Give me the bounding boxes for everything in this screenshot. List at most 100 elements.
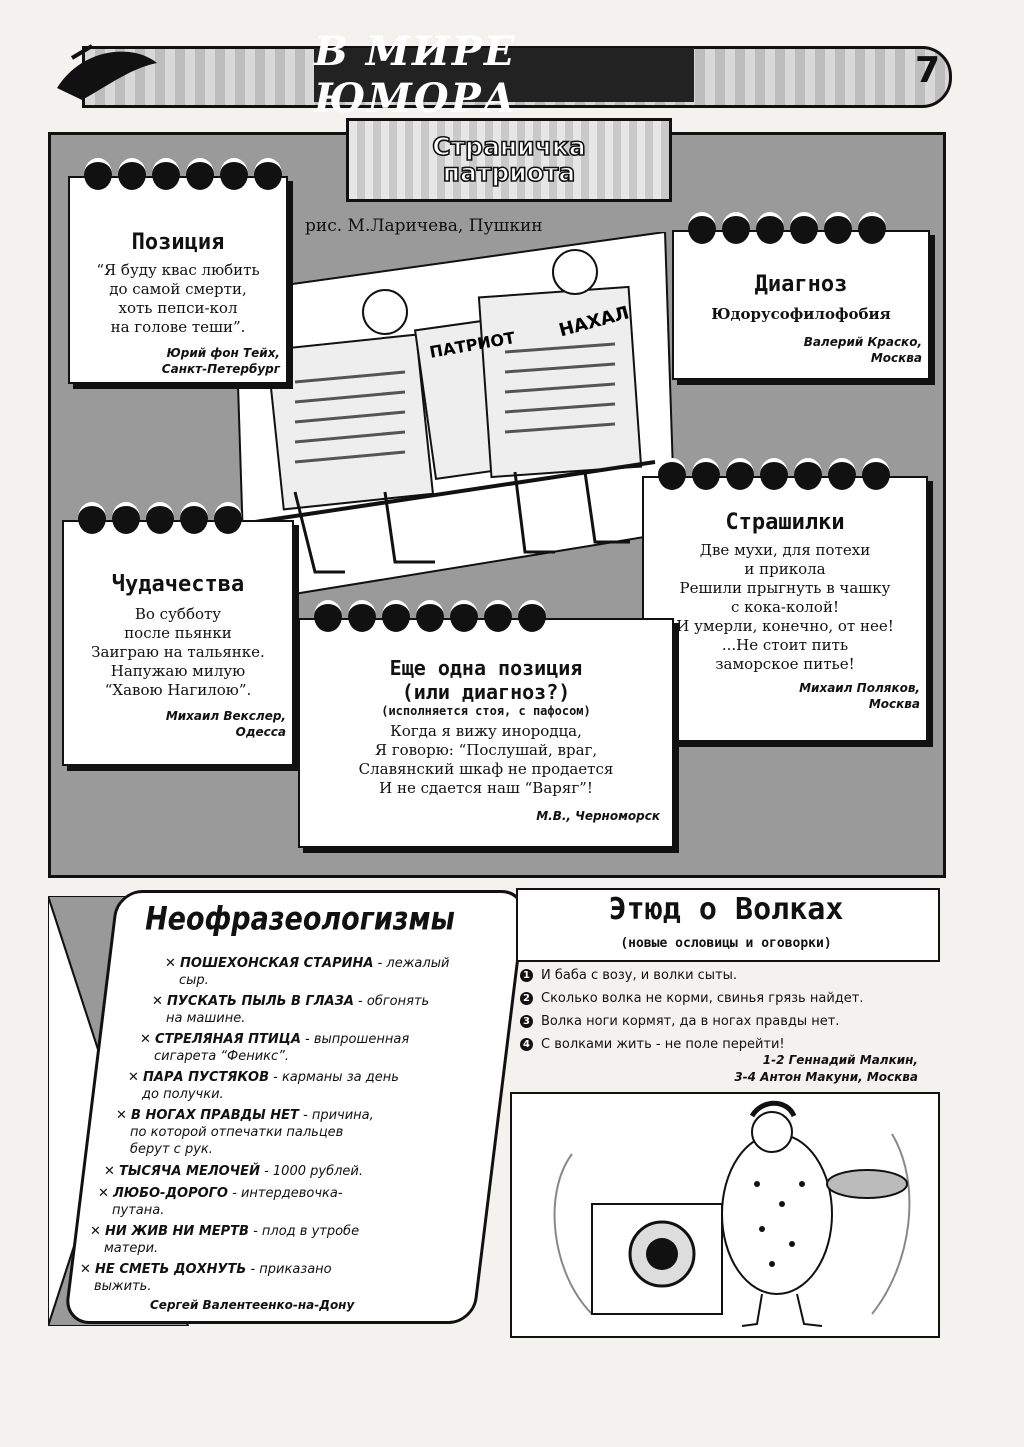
neo-item: ✕ ПАРА ПУСТЯКОВ - карманы за день до пол… (128, 1070, 399, 1102)
card-oddities-line: Во субботу (134, 605, 222, 623)
card-scary-line: ...Не стоит пить (721, 636, 849, 654)
card-another-line: И не сдается наш “Варяг”! (379, 779, 593, 797)
card-oddities: Чудачества Во субботу после пьянки Заигр… (62, 502, 294, 766)
card-another-heading1: Еще одна позиция (389, 656, 583, 680)
neo-term: ПУСКАТЬ ПЫЛЬ В ГЛАЗА (167, 994, 354, 1009)
neo-def: - выпрошенная (300, 1032, 410, 1047)
card-another-heading2: (или диагноз?) (401, 680, 571, 704)
spiral-rings (658, 458, 890, 490)
card-another-line: Я говорю: “Послушай, враг, (374, 741, 598, 759)
neo-item: ✕ НИ ЖИВ НИ МЕРТВ - плод в утробе матери… (90, 1224, 360, 1256)
card-position: Позиция “Я буду квас любить до самой сме… (68, 158, 288, 384)
newspaper-readers-cartoon: ПАТРИОТ НАХАЛ (233, 230, 677, 604)
card-scary-heading: Страшилки (725, 510, 845, 535)
card-position-author: Юрий фон Тейх, (166, 346, 280, 360)
neo-def: - причина, (298, 1108, 374, 1123)
card-oddities-city: Одесса (235, 725, 286, 739)
card-oddities-line: “Хавою Нагилою”. (104, 681, 252, 699)
neo-def-cont: сыр. (179, 973, 209, 988)
neo-def: - приказано (246, 1262, 332, 1277)
neo-def-cont: до получки. (142, 1087, 224, 1102)
cartoon-credit: рис. М.Ларичева, Пушкин (305, 216, 543, 236)
card-scary-line: Решили прыгнуть в чашку (679, 579, 891, 597)
etud-title-box (516, 888, 940, 962)
etud-item: 3 Волка ноги кормят, да в ногах правды не… (520, 1010, 930, 1033)
section-title-box: В МИРЕ ЮМОРА (314, 28, 694, 122)
neo-def-cont: берут с рук. (130, 1142, 213, 1157)
neo-term: СТРЕЛЯНАЯ ПТИЦА (155, 1032, 301, 1047)
number-bullet-icon: 2 (520, 992, 533, 1005)
card-scary: Страшилки Две мухи, для потехи и прикола… (642, 458, 928, 742)
neo-term: ТЫСЯЧА МЕЛОЧЕЙ (119, 1164, 260, 1179)
spiral-rings (84, 158, 282, 190)
card-diagnosis-city: Москва (870, 351, 922, 365)
card-another-position: Еще одна позиция (или диагноз?) (исполня… (298, 600, 674, 848)
card-oddities-heading: Чудачества (111, 572, 245, 597)
etud-sig-line1: 1-2 Геннадий Малкин, (762, 1053, 918, 1067)
neo-def: - 1000 рублей. (259, 1164, 363, 1179)
number-bullet-icon: 3 (520, 1015, 533, 1028)
fish-logo-icon (57, 44, 157, 100)
spiral-rings (314, 600, 546, 632)
card-oddities-line: после пьянки (124, 624, 232, 642)
cartoon-drawing (553, 1100, 911, 1327)
card-scary-line: с кока-колой! (731, 598, 839, 616)
patriot-title-box: Страничка патриота (346, 118, 672, 202)
card-position-line: до самой смерти, (109, 280, 247, 298)
neo-def-cont: по которой отпечатки пальцев (130, 1125, 344, 1140)
spiral-rings (688, 212, 886, 244)
card-position-city: Санкт-Петербург (161, 362, 280, 376)
neo-item: ✕ ЛЮБО-ДОРОГО - интердевочка- путана. (98, 1186, 343, 1218)
etud-item: 2 Сколько волка не корми, свинья грязь на… (520, 987, 930, 1010)
page-header: В МИРЕ ЮМОРА 7 (52, 28, 952, 122)
washing-machine-cartoon (510, 1092, 940, 1338)
card-scary-line: И умерли, конечно, от нее! (676, 617, 894, 635)
card-diagnosis-author: Валерий Краско, (803, 335, 922, 349)
etud-item-text: Волка ноги кормят, да в ногах правды нет… (541, 1014, 840, 1029)
number-bullet-icon: 1 (520, 969, 533, 982)
card-oddities-line: Напужаю милую (110, 662, 246, 680)
card-oddities-line: Заиграю на тальянке. (91, 643, 265, 661)
card-position-line: “Я буду квас любить (96, 261, 260, 279)
card-diagnosis: Диагноз Юдорусофилофобия Валерий Краско,… (672, 212, 930, 380)
neo-def-cont: матери. (104, 1241, 159, 1256)
neo-def-cont: выжить. (94, 1279, 152, 1294)
etud-subtitle: (новые ословицы и оговорки) (620, 936, 832, 951)
card-oddities-author: Михаил Векслер, (165, 709, 286, 723)
etud-item-text: Сколько волка не корми, свинья грязь най… (541, 991, 864, 1006)
card-position-line: на голове теши”. (110, 318, 246, 336)
etud-item: 1 И баба с возу, и волки сыты. (520, 964, 930, 987)
neo-signature: Сергей Валентеенко-на-Дону (150, 1298, 355, 1312)
neo-item: ✕ СТРЕЛЯНАЯ ПТИЦА - выпрошенная сигарета… (140, 1032, 410, 1064)
spiral-rings (78, 502, 242, 534)
neo-def: - карманы за день (269, 1070, 399, 1085)
neo-item: ✕ В НОГАХ ПРАВДЫ НЕТ - причина, по котор… (116, 1108, 374, 1157)
etud-item-text: И баба с возу, и волки сыты. (541, 968, 738, 983)
card-scary-line: заморское питье! (715, 655, 855, 673)
etud-list: 1 И баба с возу, и волки сыты. 2 Сколько в… (520, 964, 930, 1056)
neo-def-cont: на машине. (166, 1011, 246, 1026)
neo-term: НИ ЖИВ НИ МЕРТВ (105, 1224, 249, 1239)
etud-title: Этюд о Волках (608, 892, 844, 927)
card-position-heading: Позиция (131, 230, 225, 255)
card-diagnosis-line: Юдорусофилофобия (711, 305, 891, 323)
neo-item: ✕ ПУСКАТЬ ПЫЛЬ В ГЛАЗА - обгонять на маш… (152, 994, 430, 1026)
neo-item: ✕ ПОШЕХОНСКАЯ СТАРИНА - лежалый сыр. (165, 956, 450, 988)
neo-term: ЛЮБО-ДОРОГО (113, 1186, 228, 1201)
neo-item: ✕ ТЫСЯЧА МЕЛОЧЕЙ - 1000 рублей. (104, 1164, 363, 1179)
etud-sig-line2: 3-4 Антон Макуни, Москва (734, 1070, 918, 1084)
card-position-line: хоть пепси-кол (118, 299, 238, 317)
neo-term: ПАРА ПУСТЯКОВ (143, 1070, 269, 1085)
number-bullet-icon: 4 (520, 1038, 533, 1051)
neo-def: - обгонять (353, 994, 430, 1009)
neo-term: В НОГАХ ПРАВДЫ НЕТ (131, 1108, 299, 1123)
card-scary-author: Михаил Поляков, (799, 681, 920, 695)
card-another-subheading: (исполняется стоя, с пафосом) (381, 704, 591, 718)
page-number: 7 (914, 50, 940, 91)
card-another-line: Когда я вижу инородца, (390, 722, 582, 740)
neo-def-cont: сигарета “Феникс”. (154, 1049, 290, 1064)
etud-signature: 1-2 Геннадий Малкин, 3-4 Антон Макуни, М… (600, 1052, 918, 1086)
patriot-title-line2: патриота (442, 158, 576, 187)
card-diagnosis-heading: Диагноз (754, 272, 848, 297)
